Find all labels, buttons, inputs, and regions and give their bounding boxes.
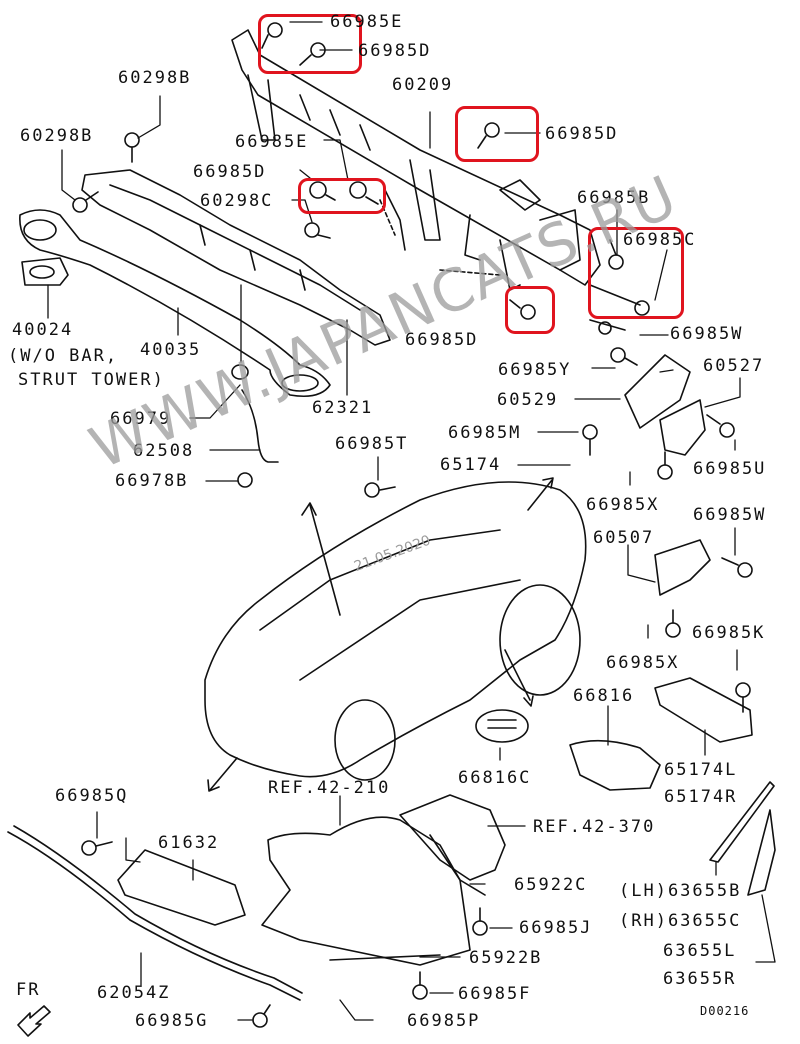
drawing-code: D00216 — [700, 1004, 750, 1018]
crossmember-61632 — [117, 849, 246, 926]
brace-65922C — [429, 834, 486, 896]
nut-66978B — [237, 472, 253, 488]
label-63655B: (LH)63655B — [619, 881, 742, 901]
label-66985P: 66985P — [407, 1011, 481, 1031]
label-66985U: 66985U — [693, 459, 767, 479]
label-66985D-top: 66985D — [358, 41, 432, 61]
label-60298C: 60298C — [200, 191, 274, 211]
label-66985K: 66985K — [692, 623, 766, 643]
bolts — [72, 22, 753, 1028]
label-40024-note-2: STRUT TOWER) — [18, 370, 165, 390]
strut-tower-bar-40035 — [19, 209, 331, 398]
label-66985Y: 66985Y — [498, 360, 572, 380]
grommet-66979 — [231, 364, 249, 380]
plate-40024 — [21, 257, 69, 286]
label-60527: 60527 — [703, 356, 765, 376]
label-66985X-a: 66985X — [586, 495, 660, 515]
label-front-indicator: FR — [16, 980, 41, 1000]
label-66985D-low: 66985D — [405, 330, 479, 350]
label-63655L: 63655L — [663, 941, 737, 961]
highlight-box-mid — [298, 178, 386, 214]
label-REF42-210: REF.42-210 — [268, 778, 391, 798]
label-40024: 40024 — [12, 320, 74, 340]
label-66985Q: 66985Q — [55, 786, 129, 806]
direction-arrows — [207, 477, 554, 792]
label-62054Z: 62054Z — [97, 983, 171, 1003]
bracket-65174L — [654, 677, 753, 743]
label-66985T: 66985T — [335, 434, 409, 454]
undercover-REF42-210 — [261, 816, 471, 966]
label-66985F: 66985F — [458, 984, 532, 1004]
pillar-trim-63655 — [709, 781, 776, 896]
label-60529: 60529 — [497, 390, 559, 410]
label-66985J: 66985J — [519, 918, 593, 938]
label-66816C: 66816C — [458, 768, 532, 788]
highlight-box-66985C — [588, 227, 684, 319]
label-40024-note-1: (W/O BAR, — [8, 346, 119, 366]
label-66985W-a: 66985W — [670, 324, 744, 344]
label-63655C: (RH)63655C — [619, 911, 742, 931]
brace-65922B — [329, 954, 441, 961]
label-66985D-mid: 66985D — [193, 162, 267, 182]
label-66985E-mid: 66985E — [235, 132, 309, 152]
highlight-box-top — [258, 14, 362, 74]
label-66978B: 66978B — [115, 471, 189, 491]
label-66985M: 66985M — [448, 423, 522, 443]
bracket-60507 — [654, 539, 711, 596]
label-66985C: 66985C — [623, 230, 697, 250]
label-66985W-b: 66985W — [693, 505, 767, 525]
bracket-60527 — [659, 399, 706, 456]
front-direction-arrow — [17, 1005, 51, 1037]
label-61632: 61632 — [158, 833, 220, 853]
highlight-box-low-66985D — [505, 286, 555, 334]
label-66985G: 66985G — [135, 1011, 209, 1031]
label-60507: 60507 — [593, 528, 655, 548]
label-60298B-a: 60298B — [118, 68, 192, 88]
label-65174L: 65174L — [664, 760, 738, 780]
front-member-62054Z — [7, 825, 303, 1001]
undercover-REF42-370 — [399, 794, 506, 881]
label-63655R: 63655R — [663, 969, 737, 989]
plug-66816C — [475, 709, 529, 743]
label-60209: 60209 — [392, 75, 454, 95]
label-40035: 40035 — [140, 340, 202, 360]
label-65174: 65174 — [440, 455, 502, 475]
label-66985E-top: 66985E — [330, 12, 404, 32]
rod-62508 — [241, 389, 279, 463]
label-66985B: 66985B — [577, 188, 651, 208]
label-62321: 62321 — [312, 398, 374, 418]
bracket-60529 — [624, 354, 691, 429]
label-62508: 62508 — [133, 441, 195, 461]
crossmember-62321 — [81, 169, 391, 346]
label-65922B: 65922B — [469, 948, 543, 968]
highlight-box-right-66985D — [455, 106, 539, 162]
car-body-outline — [204, 481, 587, 781]
label-66979: 66979 — [110, 409, 172, 429]
label-66816: 66816 — [573, 686, 635, 706]
leader-lines — [47, 21, 776, 1021]
label-66985X-b: 66985X — [606, 653, 680, 673]
label-REF42-370: REF.42-370 — [533, 817, 656, 837]
label-66985D-right: 66985D — [545, 124, 619, 144]
label-60298B-b: 60298B — [20, 126, 94, 146]
label-65922C: 65922C — [514, 875, 588, 895]
plug-66816 — [569, 739, 661, 791]
label-65174R: 65174R — [664, 787, 738, 807]
